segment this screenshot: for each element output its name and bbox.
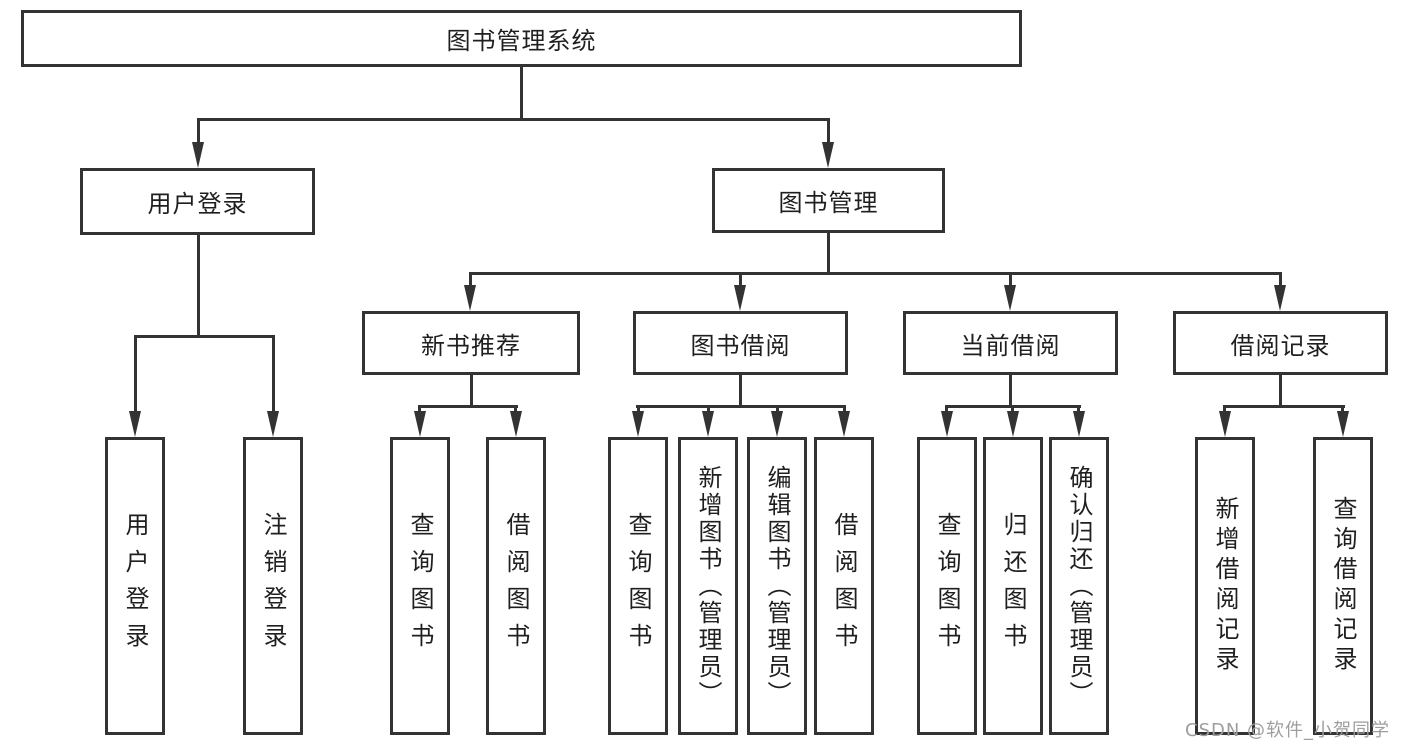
node-book-borrow-label: 图书借阅 <box>690 331 791 360</box>
connector-book-mgmt-horizontal <box>469 272 1282 275</box>
connector-drop <box>1011 405 1014 414</box>
node-borrow-records: 借阅记录 <box>1173 311 1388 375</box>
node-root: 图书管理系统 <box>21 10 1022 67</box>
arrow-head <box>464 285 476 311</box>
arrow-head <box>822 142 834 168</box>
connector-drop <box>945 405 948 414</box>
leaf-user-login: 用户登录 <box>105 437 165 735</box>
leaf-add-book-admin: 新增图书（管理员） <box>678 437 738 735</box>
leaf-query-books-current: 查询图书 <box>917 437 977 735</box>
leaf-query-books-current-label: 查询图书 <box>933 512 961 660</box>
arrow-head <box>941 411 953 437</box>
arrow-head <box>1004 285 1016 311</box>
connector-drop <box>197 118 200 146</box>
node-borrow-records-label: 借阅记录 <box>1230 331 1331 360</box>
leaf-query-books-borrow-label: 查询图书 <box>624 512 652 660</box>
arrow-head <box>1007 411 1019 437</box>
leaf-borrow-books-borrow: 借阅图书 <box>814 437 874 735</box>
connector-stem <box>1009 375 1012 408</box>
connector-root-stem <box>520 67 523 121</box>
arrow-head <box>1073 411 1085 437</box>
connector-root-horizontal <box>197 118 830 121</box>
leaf-add-borrow-record: 新增借阅记录 <box>1195 437 1255 735</box>
connector-stem <box>739 375 742 408</box>
leaf-add-book-admin-label: 新增图书（管理员） <box>694 464 722 708</box>
leaf-user-login-label: 用户登录 <box>121 512 149 660</box>
connector-drop <box>272 335 275 414</box>
leaf-query-borrow-record-label: 查询借阅记录 <box>1329 496 1357 676</box>
leaf-query-books-borrow: 查询图书 <box>608 437 668 735</box>
arrow-head <box>414 411 426 437</box>
connector-horizontal <box>1223 405 1345 408</box>
connector-user-login-stem <box>197 235 200 338</box>
connector-drop <box>776 405 779 414</box>
node-book-management-label: 图书管理 <box>778 189 879 217</box>
leaf-borrow-books-recommend: 借阅图书 <box>486 437 546 735</box>
connector-drop <box>827 118 830 146</box>
leaf-add-borrow-record-label: 新增借阅记录 <box>1211 496 1239 676</box>
connector-horizontal <box>636 405 846 408</box>
arrow-head <box>1274 285 1286 311</box>
leaf-confirm-return-admin: 确认归还（管理员） <box>1049 437 1109 735</box>
connector-drop <box>1009 272 1012 288</box>
arrow-head <box>771 411 783 437</box>
connector-drop <box>843 405 846 414</box>
leaf-query-books-recommend: 查询图书 <box>390 437 450 735</box>
node-user-login-label: 用户登录 <box>147 190 248 218</box>
connector-horizontal <box>418 405 518 408</box>
connector-stem <box>1279 375 1282 408</box>
connector-drop <box>1341 405 1344 414</box>
leaf-return-books-label: 归还图书 <box>999 512 1027 660</box>
leaf-edit-book-admin: 编辑图书（管理员） <box>747 437 807 735</box>
leaf-logout-label: 注销登录 <box>259 512 287 660</box>
connector-drop <box>739 272 742 288</box>
arrow-head <box>1219 411 1231 437</box>
connector-drop <box>1077 405 1080 414</box>
leaf-logout: 注销登录 <box>243 437 303 735</box>
connector-user-login-horizontal <box>134 335 275 338</box>
connector-drop <box>418 405 421 414</box>
node-current-borrow-label: 当前借阅 <box>960 331 1061 360</box>
node-book-borrow: 图书借阅 <box>633 311 848 375</box>
connector-drop <box>1223 405 1226 414</box>
connector-drop <box>469 272 472 288</box>
node-new-book-recommend: 新书推荐 <box>362 311 580 375</box>
leaf-return-books: 归还图书 <box>983 437 1043 735</box>
connector-book-mgmt-stem <box>827 233 830 275</box>
arrow-head <box>1337 411 1349 437</box>
connector-drop <box>1279 272 1282 288</box>
arrow-head <box>129 411 141 437</box>
connector-drop <box>637 405 640 414</box>
arrow-head <box>510 411 522 437</box>
arrow-head <box>632 411 644 437</box>
connector-drop <box>134 335 137 414</box>
connector-drop <box>514 405 517 414</box>
node-current-borrow: 当前借阅 <box>903 311 1118 375</box>
arrow-head <box>734 285 746 311</box>
arrow-head <box>192 142 204 168</box>
leaf-borrow-books-recommend-label: 借阅图书 <box>502 512 530 660</box>
node-book-management: 图书管理 <box>712 168 945 233</box>
leaf-query-borrow-record: 查询借阅记录 <box>1313 437 1373 735</box>
leaf-query-books-recommend-label: 查询图书 <box>406 512 434 660</box>
leaf-edit-book-admin-label: 编辑图书（管理员） <box>763 464 791 708</box>
connector-stem <box>470 375 473 408</box>
leaf-borrow-books-borrow-label: 借阅图书 <box>830 512 858 660</box>
arrow-head <box>267 411 279 437</box>
leaf-confirm-return-admin-label: 确认归还（管理员） <box>1065 464 1093 708</box>
arrow-head <box>702 411 714 437</box>
arrow-head <box>838 411 850 437</box>
node-user-login: 用户登录 <box>80 168 315 235</box>
connector-drop <box>707 405 710 414</box>
csdn-watermark: CSDN @软件_小贺同学 <box>1185 720 1391 741</box>
node-root-label: 图书管理系统 <box>446 27 597 55</box>
node-new-book-recommend-label: 新书推荐 <box>421 331 521 360</box>
